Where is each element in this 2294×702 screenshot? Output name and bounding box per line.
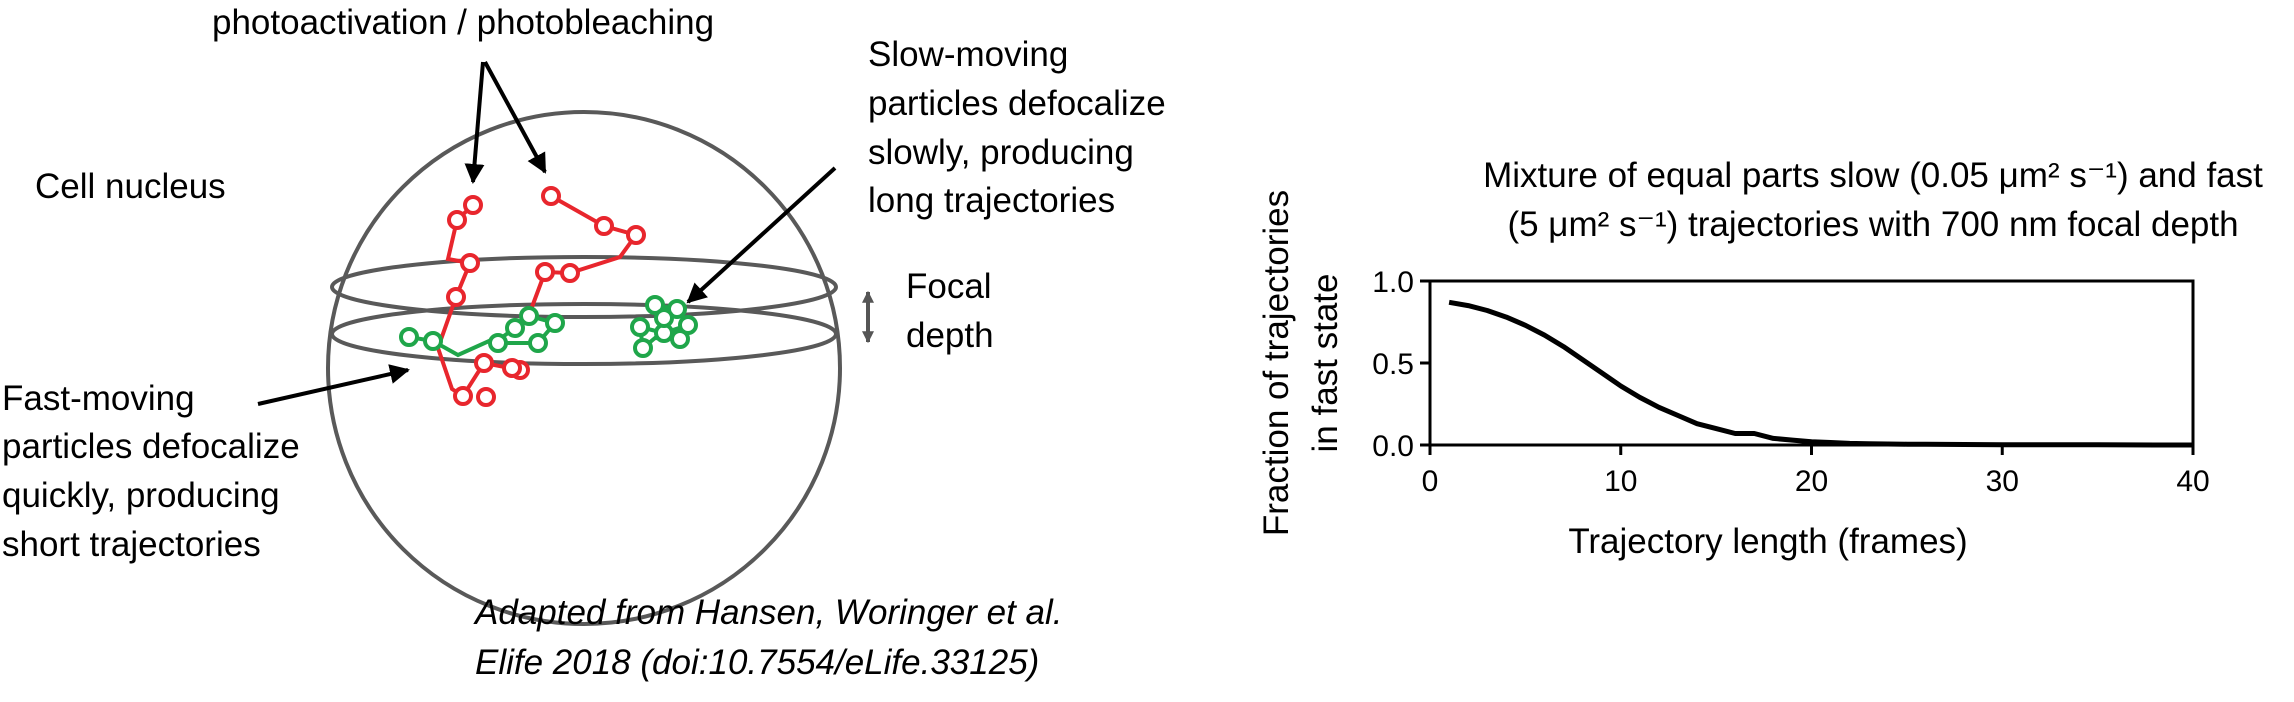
chart-title-line1: Mixture of equal parts slow (0.05 μm² s⁻… <box>1483 156 2263 195</box>
nucleus-label: Cell nucleus <box>35 167 226 206</box>
slow-label-2: particles defocalize <box>868 84 1166 123</box>
slow-label-1: Slow-moving <box>868 35 1068 74</box>
fast-fraction-chart: Mixture of equal parts slow (0.05 μm² s⁻… <box>1257 156 2263 561</box>
focal-label-1: Focal <box>906 267 992 306</box>
focal-plane-lower <box>330 302 838 366</box>
chart-title-line2: (5 μm² s⁻¹) trajectories with 700 nm foc… <box>1507 205 2238 244</box>
plot-frame <box>1428 279 2195 447</box>
x-tick-label: 40 <box>2176 465 2209 498</box>
x-tick-label: 0 <box>1422 465 1439 498</box>
y-tick-label: 0.5 <box>1372 348 1414 381</box>
slow-label-4: long trajectories <box>868 181 1115 220</box>
slow-label-3: slowly, producing <box>868 133 1134 172</box>
fast-label-2: particles defocalize <box>2 427 300 466</box>
y-axis-label-line2: in fast state <box>1306 274 1345 453</box>
fast-arrow <box>257 364 410 406</box>
fast-trajectory-right-points <box>535 186 646 283</box>
nucleus-diagram: photoactivation / photobleaching Cell nu… <box>2 3 1166 682</box>
x-tick-label: 20 <box>1795 465 1828 498</box>
x-tick-label: 10 <box>1604 465 1637 498</box>
fast-trajectory-left-points <box>446 195 530 407</box>
slow-arrow <box>686 166 837 304</box>
fast-label-4: short trajectories <box>2 525 261 564</box>
fast-trajectory-left <box>435 203 521 399</box>
slow-trajectory-points <box>399 295 698 358</box>
slow-trajectory-left <box>408 335 499 358</box>
y-axis-label-line1: Fraction of trajectories <box>1257 190 1296 536</box>
photo-arrow-right <box>483 61 547 174</box>
fast-label-1: Fast-moving <box>2 379 195 418</box>
x-tick-label: 30 <box>1986 465 2019 498</box>
fast-label-3: quickly, producing <box>2 476 280 515</box>
x-axis-label: Trajectory length (frames) <box>1568 522 1967 561</box>
photo-arrow-left <box>464 61 485 184</box>
photo-label: photoactivation / photobleaching <box>212 3 714 42</box>
focal-label-2: depth <box>906 316 994 355</box>
focal-plane-upper <box>330 255 838 319</box>
credit-line-1: Adapted from Hansen, Woringer et al. <box>473 593 1063 632</box>
y-tick-label: 1.0 <box>1372 266 1414 299</box>
y-tick-label: 0.0 <box>1372 430 1414 463</box>
x-axis: 0 10 20 30 40 <box>1422 445 2210 498</box>
nucleus-sphere <box>326 110 842 626</box>
series-line <box>1448 299 2193 448</box>
credit-line-2: Elife 2018 (doi:10.7554/eLife.33125) <box>475 643 1039 682</box>
y-axis: 0.0 0.5 1.0 <box>1372 266 1430 463</box>
